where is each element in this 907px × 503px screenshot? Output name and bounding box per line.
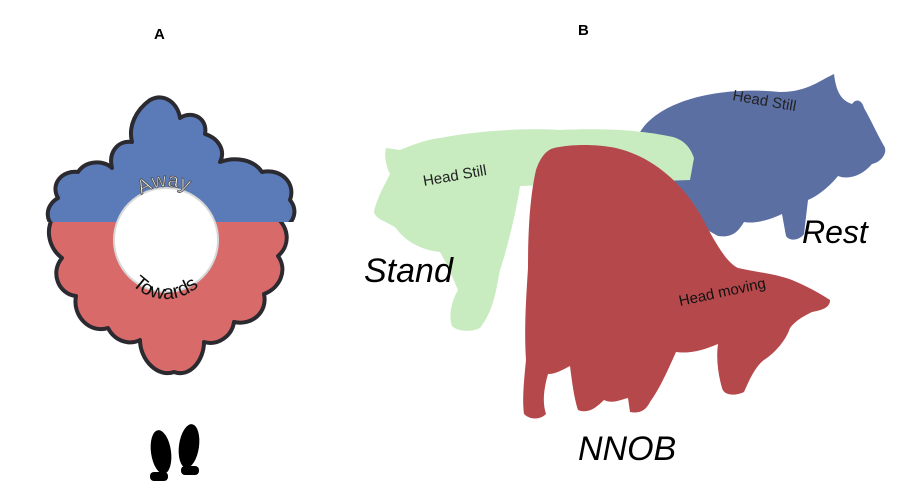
nnob-label: NNOB xyxy=(578,430,676,468)
away-zone-shape xyxy=(45,95,297,222)
nnob-pig-silhouette xyxy=(523,145,830,419)
zone-diagram: Away Towards xyxy=(45,95,297,376)
rest-pig xyxy=(639,74,886,240)
towards-zone-shape xyxy=(46,222,289,376)
away-zone xyxy=(45,95,297,222)
nnob-pig xyxy=(523,145,830,419)
center-circle xyxy=(113,187,219,293)
towards-zone xyxy=(46,222,289,376)
stand-label: Stand xyxy=(364,252,454,290)
panel-b-label: B xyxy=(578,22,589,39)
footprints-icon xyxy=(150,424,200,481)
rest-pig-silhouette xyxy=(639,74,886,240)
rest-label: Rest xyxy=(802,214,869,250)
panel-a-label: A xyxy=(154,26,165,43)
